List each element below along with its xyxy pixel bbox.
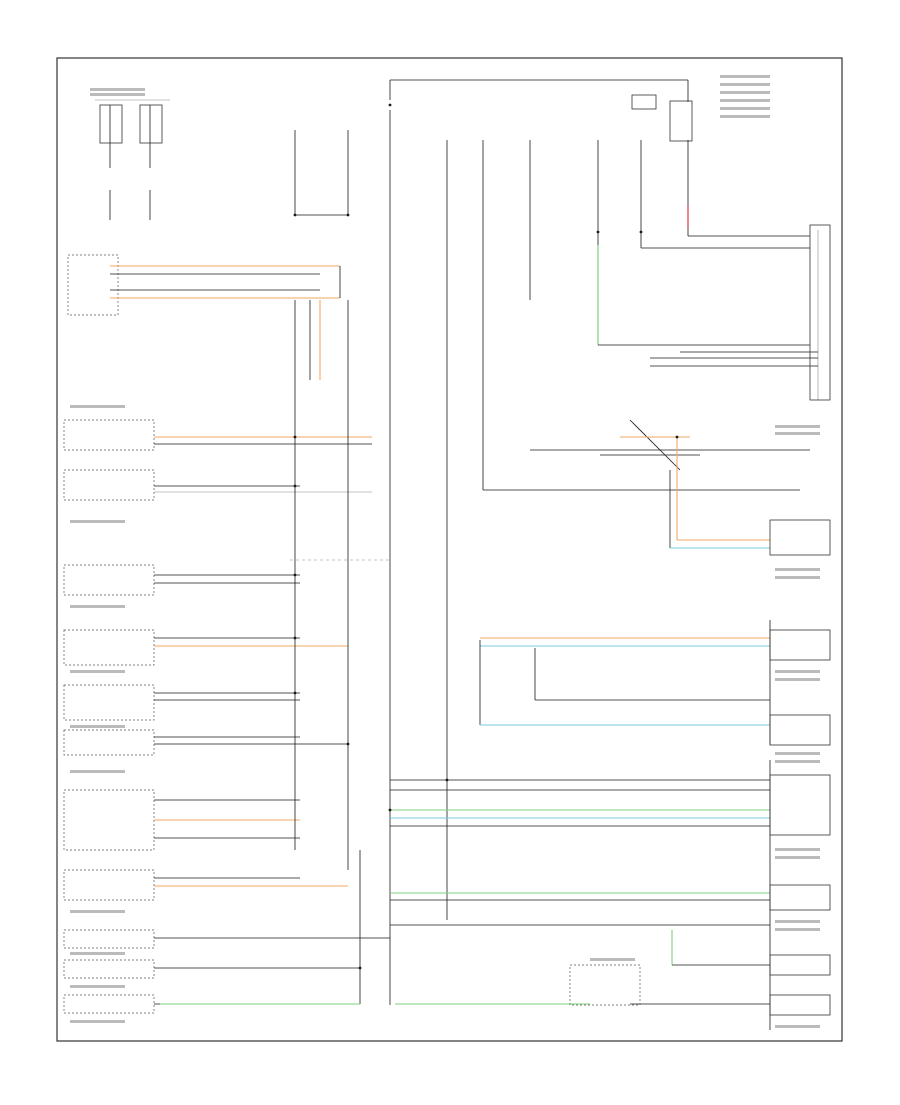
top-power-bus [389, 79, 693, 142]
upper-left-module [95, 99, 170, 220]
central-bus [290, 380, 390, 1004]
right-module-boxes [769, 224, 831, 1016]
label-marks [70, 75, 820, 1028]
right-connector-column [650, 230, 819, 400]
diagram-frame [56, 57, 843, 1042]
right-network-lower [160, 760, 771, 1030]
bottom-module [569, 964, 641, 1006]
upper-orange-harness [67, 254, 349, 430]
junction-dots [293, 103, 679, 970]
left-horizontal-wires [154, 436, 390, 1005]
right-network-upper [483, 419, 810, 549]
left-connector-boxes [63, 419, 155, 1014]
right-network-middle [479, 620, 771, 745]
vertical-feeds [294, 110, 810, 1005]
